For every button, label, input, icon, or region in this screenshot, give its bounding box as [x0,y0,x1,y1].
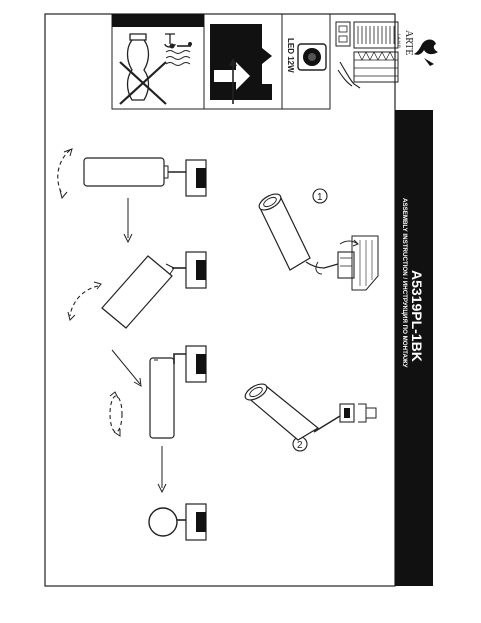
adjustment-diagrams [57,148,207,541]
step-2-number: 2 [297,440,303,451]
spotlight-horizontal [57,148,207,200]
spotlight-end-view [148,503,207,541]
led-module-icon: LED 12W [286,38,327,73]
arte-lamp-logo: ARTE L A M P [397,30,438,66]
title-band [395,110,433,586]
icon-strip: LED 12W [111,13,399,110]
arrow-diagonal [111,349,141,385]
spotlight-tilted [67,251,207,329]
icon-box-led [281,13,331,110]
title-text: ASSEMBLY INSTRUCTION / ИНСТРУКЦИЯ ПО МОН… [401,198,408,368]
brand-name: ARTE [403,30,414,56]
step-1-number: 1 [317,192,323,203]
terminal-block-icon [335,21,399,89]
model-number: A5319PL-1BK [409,270,425,362]
installation-step-2: 2 [244,383,377,452]
led-power-label: LED 12W [286,38,295,73]
icon-box-no-bathroom [111,13,205,110]
spotlight-vertical [109,345,207,439]
rotate-arrow-icon [109,391,123,437]
indoor-use-icon [210,24,272,104]
no-bathroom-icon [112,14,204,105]
brand-sub: L A M P [397,34,402,48]
step-1-badge [312,188,328,204]
installation-step-1: 1 [258,188,379,291]
